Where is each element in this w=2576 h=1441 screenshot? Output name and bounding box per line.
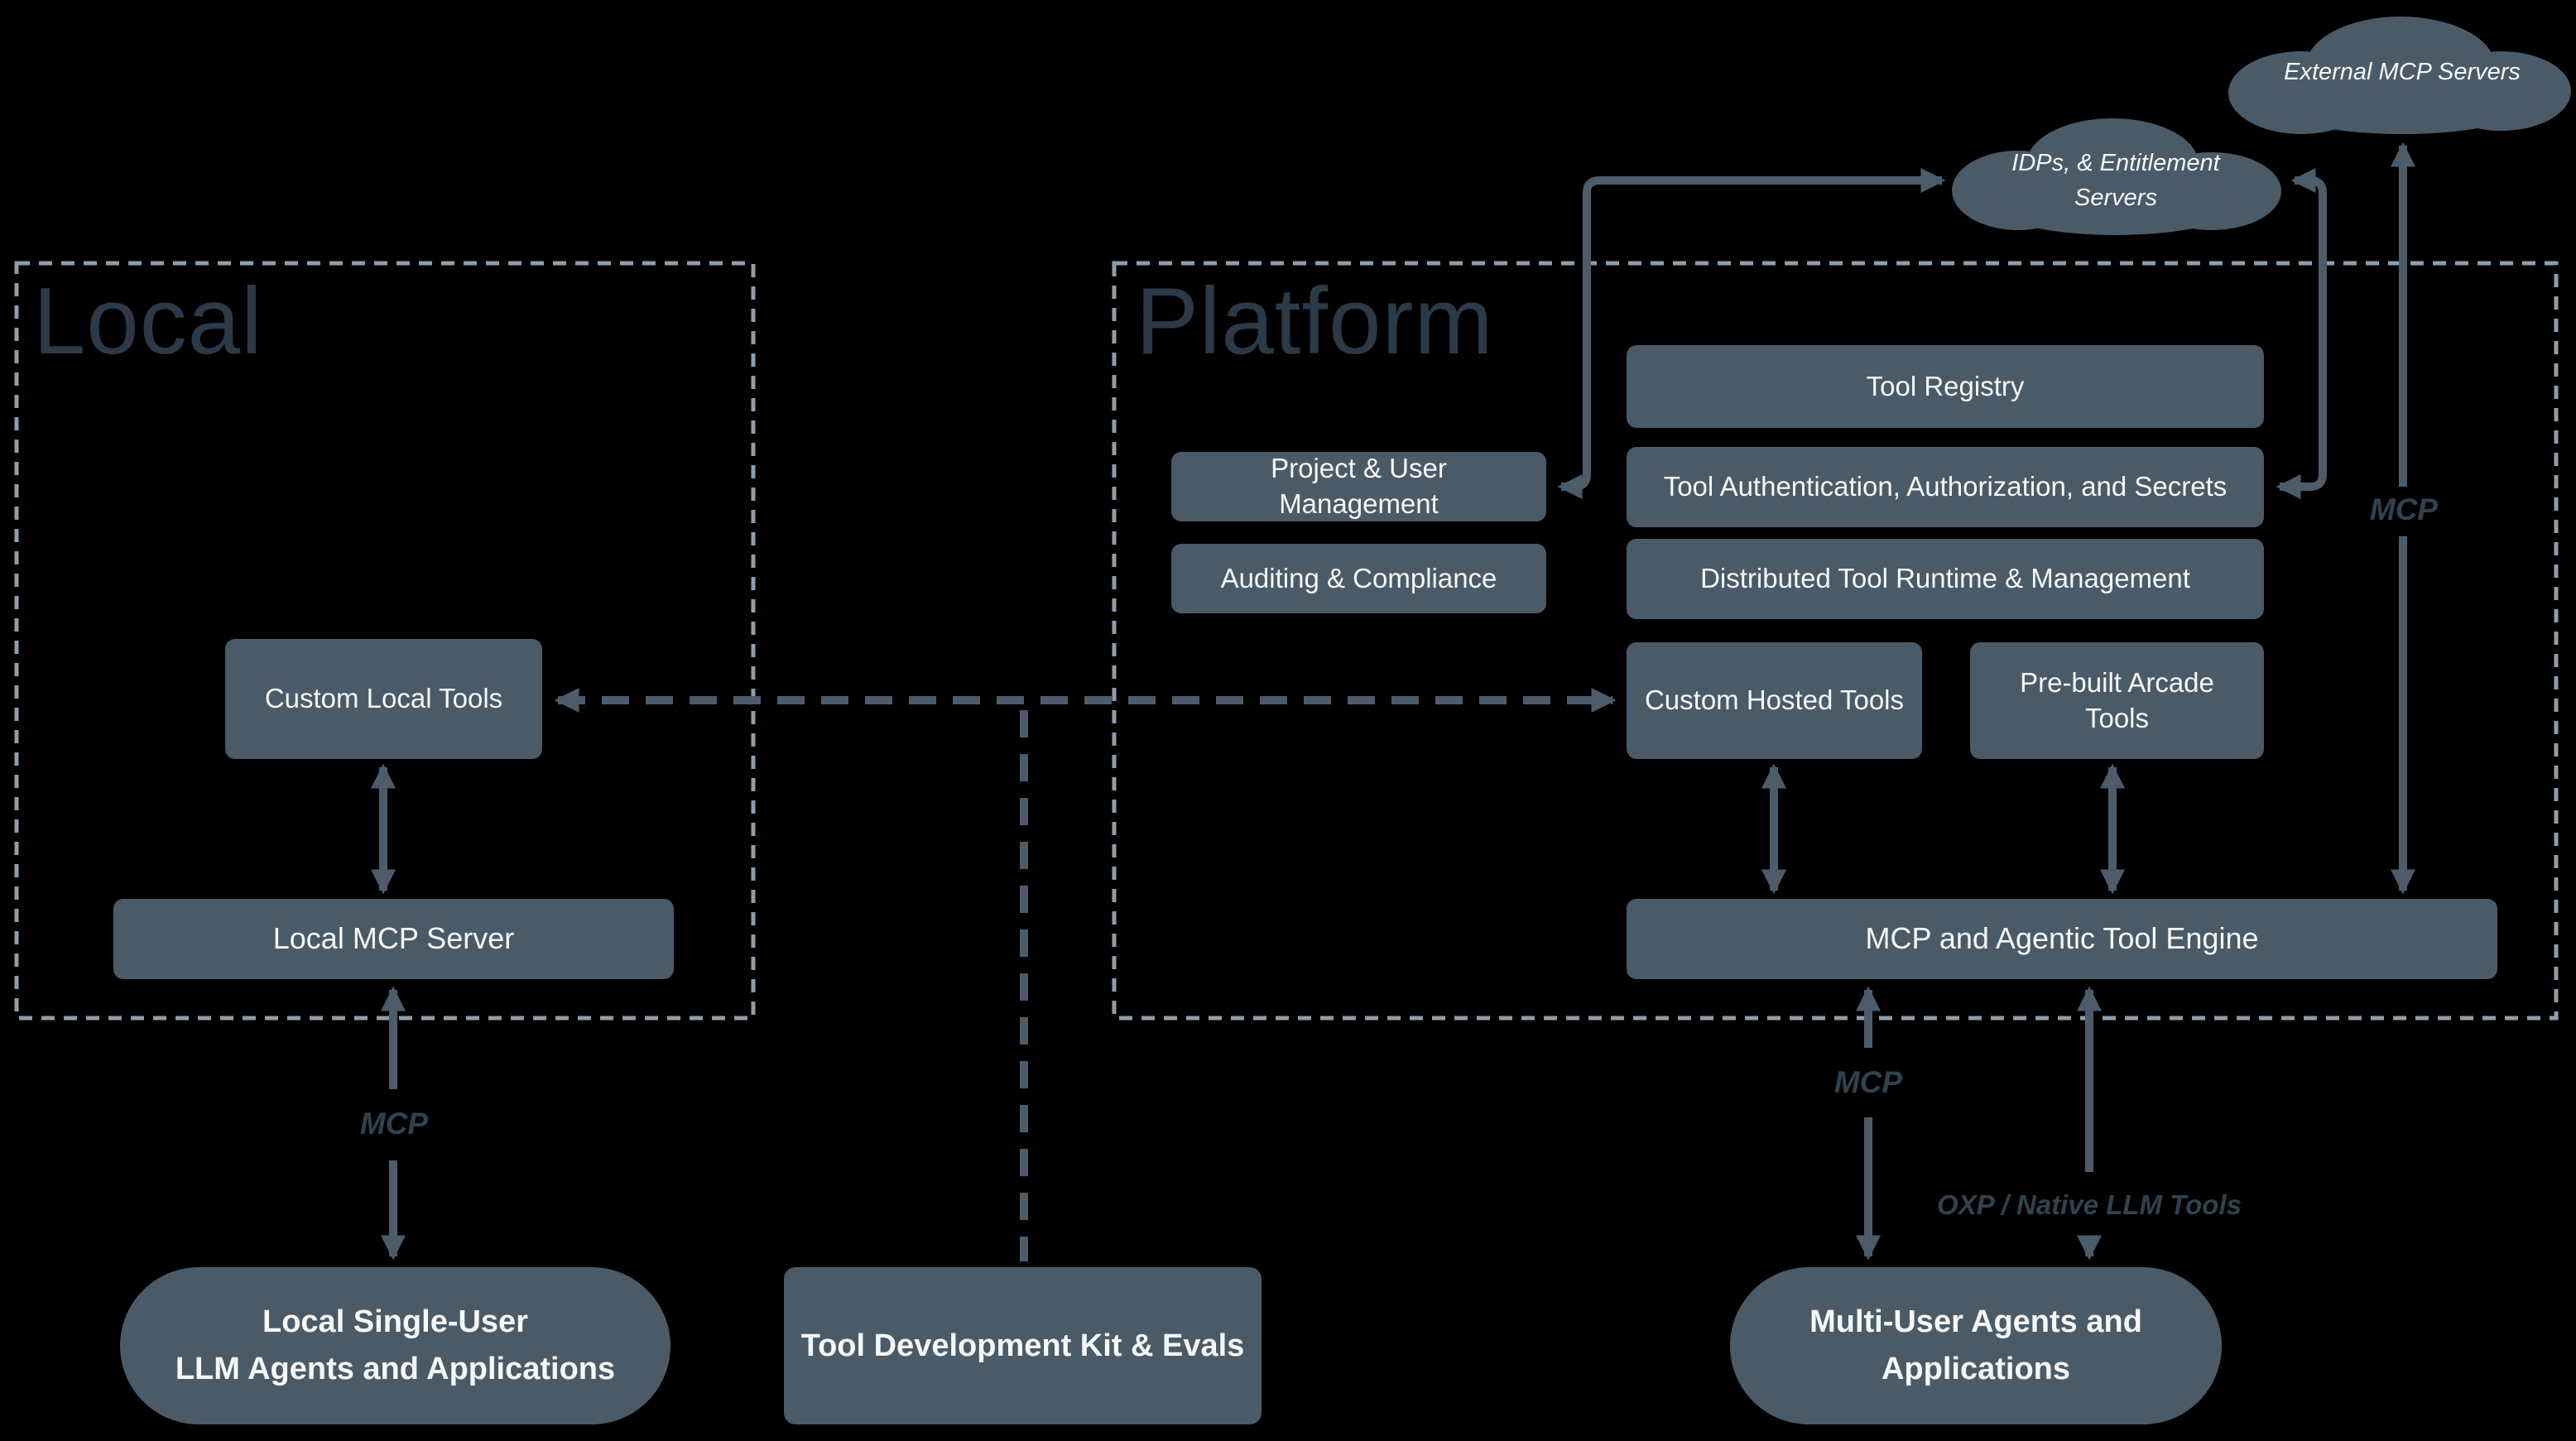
node-local-single-user-agents: Local Single-User LLM Agents and Applica… xyxy=(120,1267,670,1424)
edge-label-local-mcp: MCP xyxy=(359,1107,429,1141)
node-tool-registry: Tool Registry xyxy=(1627,345,2264,428)
node-project-user-management: Project & User Management xyxy=(1171,452,1546,521)
external-mcp-servers-cloud xyxy=(2228,17,2571,134)
node-tool-authentication: Tool Authentication, Authorization, and … xyxy=(1627,447,2264,527)
node-custom-local-tools: Custom Local Tools xyxy=(225,639,542,759)
node-tool-development-kit: Tool Development Kit & Evals xyxy=(784,1267,1262,1424)
local-region-border xyxy=(14,261,756,1021)
multi-agents-line2: Applications xyxy=(1881,1352,2071,1386)
node-multi-user-agents: Multi-User Agents and Applications xyxy=(1730,1267,2222,1424)
node-local-mcp-server: Local MCP Server xyxy=(113,899,674,979)
local-region-title: Local xyxy=(33,269,263,374)
node-custom-hosted-tools: Custom Hosted Tools xyxy=(1627,642,1922,759)
idps-label-line1: IDPs, & Entitlement xyxy=(2011,149,2220,176)
external-mcp-servers-label: External MCP Servers xyxy=(2284,58,2521,85)
idps-label-line2: Servers xyxy=(2074,185,2157,211)
local-agents-line2: LLM Agents and Applications xyxy=(175,1352,616,1386)
idps-entitlement-label: IDPs, & Entitlement Servers xyxy=(2011,146,2219,215)
local-agents-line1: Local Single-User xyxy=(262,1304,528,1339)
platform-region-title: Platform xyxy=(1136,269,1494,374)
node-auditing-compliance: Auditing & Compliance xyxy=(1171,544,1546,613)
multi-agents-line1: Multi-User Agents and xyxy=(1809,1304,2142,1339)
node-mcp-agentic-engine: MCP and Agentic Tool Engine xyxy=(1627,899,2497,979)
connector-toolauth-idps-elbow xyxy=(2276,168,2327,499)
edge-label-platform-mcp: MCP xyxy=(1833,1065,1903,1099)
connector-project-idps-elbow xyxy=(1557,168,1946,499)
idps-entitlement-cloud xyxy=(1952,118,2281,235)
edge-label-oxp-native-llm-tools: OXP / Native LLM Tools xyxy=(1937,1189,2242,1220)
node-prebuilt-arcade-tools: Pre-built Arcade Tools xyxy=(1970,642,2264,759)
edge-label-external-mcp: MCP xyxy=(2369,492,2439,526)
node-distributed-runtime: Distributed Tool Runtime & Management xyxy=(1627,539,2264,619)
